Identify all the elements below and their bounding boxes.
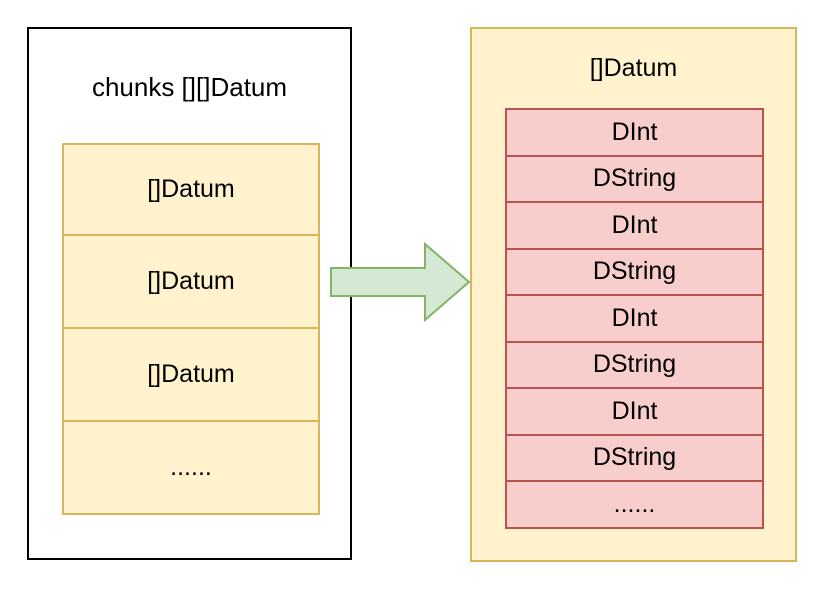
datum-cell-ellipsis: ...... [505,482,764,529]
datum-array-container: []Datum DInt DString DInt DString DInt D… [470,27,797,562]
chunk-cell: []Datum [62,329,320,422]
arrow-shape [330,242,471,322]
datum-cell: DString [505,249,764,296]
chunks-list: []Datum []Datum []Datum ...... [62,143,320,515]
datum-array-title: []Datum [589,54,678,82]
datum-list: DInt DString DInt DString DInt DString D… [505,108,764,529]
chunk-cell: []Datum [62,143,320,236]
datum-cell: DInt [505,389,764,436]
datum-cell: DInt [505,108,764,157]
datum-cell: DInt [505,203,764,250]
chunks-container: chunks [][]Datum []Datum []Datum []Datum… [27,27,352,560]
datum-cell: DInt [505,296,764,343]
datum-cell: DString [505,435,764,482]
chunks-title: chunks [][]Datum [91,72,288,102]
chunk-cell-ellipsis: ...... [62,422,320,515]
datum-cell: DString [505,342,764,389]
datum-cell: DString [505,156,764,203]
right-arrow-icon [330,242,471,322]
chunk-cell: []Datum [62,236,320,329]
